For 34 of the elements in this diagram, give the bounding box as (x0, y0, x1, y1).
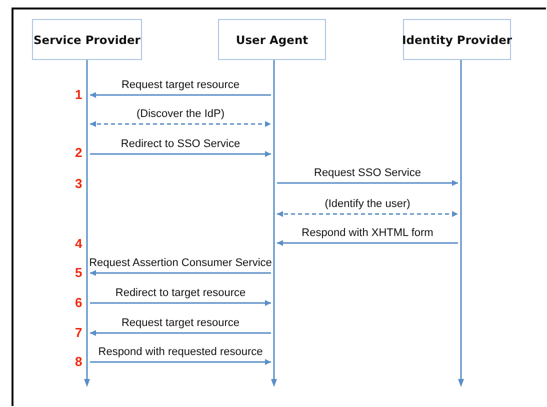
edge-label: Request target resource (120, 317, 240, 330)
message-arrow (277, 240, 458, 246)
edge-label: Respond with requested resource (97, 346, 264, 359)
message-arrow (90, 151, 271, 157)
message-arrow (90, 92, 271, 98)
edge-label: Respond with XHTML form (300, 227, 434, 240)
participant-name: Service Provider (34, 32, 140, 46)
step-number: 7 (75, 326, 82, 340)
edge-label: Request SSO Service (313, 167, 422, 180)
participant-box (218, 19, 326, 60)
edge-label: (Identify the user) (324, 198, 412, 211)
message-arrow (90, 300, 271, 306)
message-arrow (90, 270, 271, 276)
step-number: 4 (75, 237, 82, 251)
edge-label: Request target resource (120, 79, 240, 92)
message-arrow (90, 121, 271, 127)
message-arrow (90, 359, 271, 365)
edge-label: Redirect to SSO Service (120, 138, 242, 151)
edge-label: Redirect to target resource (114, 287, 247, 300)
step-number: 5 (75, 266, 82, 280)
participant-box (32, 19, 142, 60)
participant-name: Identity Provider (402, 32, 512, 46)
step-number: 1 (75, 88, 82, 102)
message-arrow (277, 211, 458, 217)
edge-label: Request Assertion Consumer Service (88, 257, 273, 270)
step-number: 6 (75, 296, 82, 310)
participant-name: User Agent (236, 32, 308, 46)
message-arrow (90, 330, 271, 336)
step-number: 3 (75, 177, 82, 191)
step-number: 8 (75, 355, 82, 369)
participant-box (403, 19, 511, 60)
step-number: 2 (75, 146, 82, 160)
edge-label: (Discover the IdP) (135, 108, 226, 121)
message-arrow (277, 180, 458, 186)
